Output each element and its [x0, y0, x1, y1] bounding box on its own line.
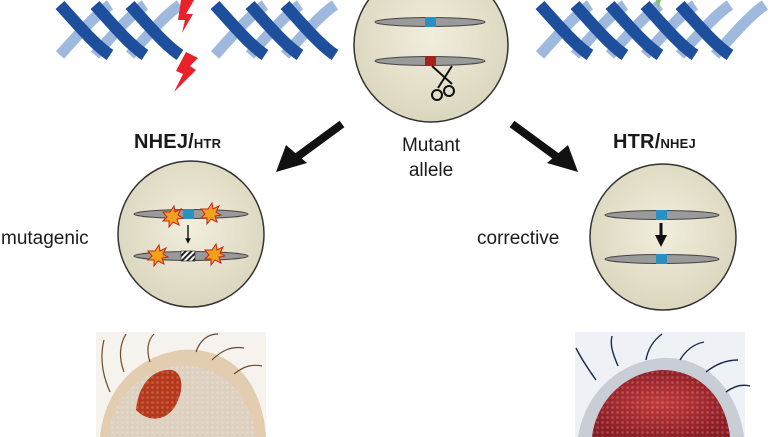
pathway-minor-label: NHEJ: [660, 136, 696, 151]
center-label-line1: Mutant: [401, 135, 461, 156]
indel-marker: [180, 250, 196, 262]
arrow-to-htr: [509, 120, 578, 172]
fly-eye-mosaic-image: [96, 332, 266, 437]
fly-eye-wildtype-image: [575, 332, 751, 437]
wildtype-marker: [425, 17, 436, 27]
explosion-icon: [146, 201, 227, 268]
nucleus-nhej: [117, 160, 265, 308]
arrow-to-nhej: [276, 120, 345, 172]
corrected-marker: [656, 254, 667, 264]
lightning-icon: [174, 0, 198, 92]
dna-helix-right: [535, 0, 769, 60]
pathway-heading-left: NHEJ/HTR: [134, 131, 221, 154]
wildtype-marker: [656, 210, 667, 220]
nucleus-center: [353, 0, 509, 123]
scissors-icon: [431, 65, 455, 101]
center-label-line2: allele: [408, 160, 454, 181]
dna-helix-left-broken: [55, 0, 339, 60]
mutant-marker: [425, 56, 436, 66]
outcome-label-right: corrective: [477, 228, 560, 249]
outcome-label-left: mutagenic: [1, 228, 89, 249]
pathway-minor-label: HTR: [193, 136, 222, 151]
nucleus-htr: [589, 163, 737, 311]
center-label: Mutant allele: [381, 133, 481, 183]
wildtype-marker: [183, 209, 194, 219]
pathway-main-label: NHEJ/: [134, 131, 194, 153]
pathway-heading-right: HTR/NHEJ: [613, 131, 696, 154]
pathway-main-label: HTR/: [613, 131, 661, 153]
